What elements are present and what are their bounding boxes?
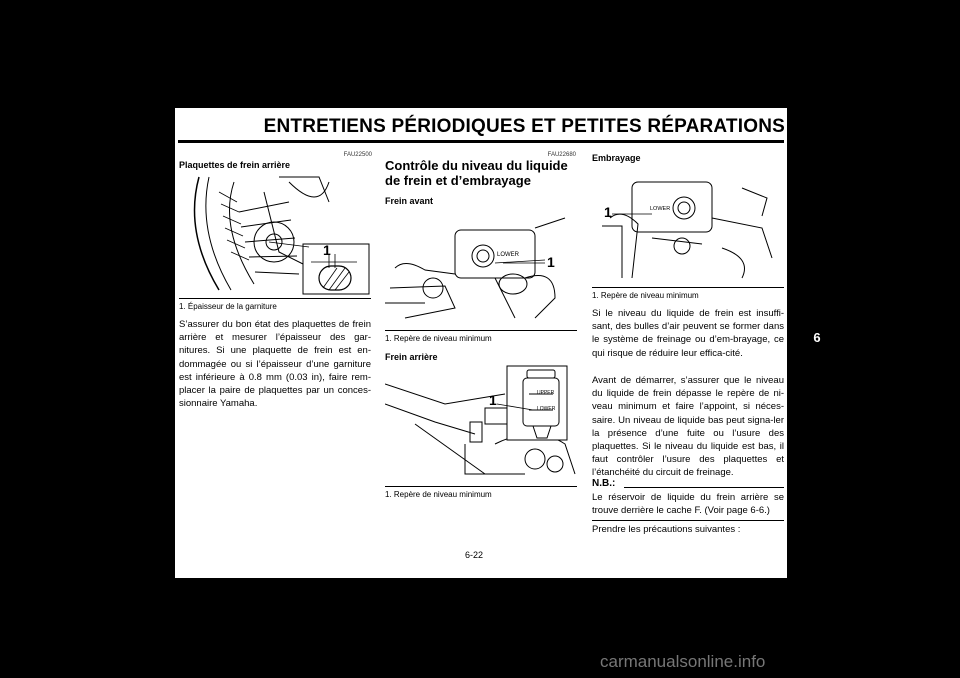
- subheading-rear-brake: Frein arrière: [385, 352, 438, 362]
- rear-reservoir-illustration: [384, 365, 576, 475]
- note-rule-top: [624, 487, 784, 488]
- figure-callout-1: 1: [489, 392, 497, 408]
- lower-mark-label: LOWER: [497, 252, 520, 258]
- front-brake-reservoir-figure: LOWER 1: [385, 208, 577, 328]
- caption-rule: [592, 287, 784, 288]
- watermark: carmanualsonline.info: [600, 652, 766, 671]
- note-rule-bottom: [592, 520, 784, 521]
- figure-caption: 1. Repère de niveau minimum: [592, 291, 699, 300]
- figure-callout-1: 1: [547, 254, 555, 270]
- rear-brake-reservoir-figure: UPPER LOWER 1: [384, 364, 577, 484]
- subheading-clutch: Embrayage: [592, 153, 641, 163]
- caption-rule: [385, 486, 577, 487]
- paragraph: Si le niveau du liquide de frein est ins…: [592, 308, 784, 359]
- page-number: 6-22: [465, 550, 484, 560]
- section-code: FAU22500: [343, 152, 372, 158]
- figure-callout-1: 1: [604, 204, 612, 220]
- clutch-reservoir-figure: LOWER 1: [592, 168, 784, 286]
- rear-brake-pads-figure: 1: [179, 172, 371, 296]
- chapter-tab-number: 6: [813, 330, 821, 345]
- figure-callout-1: 1: [323, 242, 331, 258]
- upper-mark-label: UPPER: [537, 390, 555, 396]
- chapter-tab: 6: [800, 316, 834, 362]
- clutch-illustration: [602, 181, 773, 279]
- figure-caption: 1. Repère de niveau minimum: [385, 334, 492, 343]
- section-heading: Contrôle du niveau du liquide de frein e…: [385, 158, 568, 188]
- front-brake-illustration: [385, 217, 566, 319]
- figure-caption: 1. Repère de niveau minimum: [385, 490, 492, 499]
- subheading-front-brake: Frein avant: [385, 196, 434, 206]
- rear-brake-illustration: [193, 176, 370, 295]
- paragraph: Prendre les précautions suivantes :: [592, 524, 741, 535]
- section-heading: Plaquettes de frein arrière: [179, 160, 291, 170]
- paragraph: Avant de démarrer, s’assurer que le nive…: [592, 375, 784, 479]
- header-rule: [178, 140, 784, 143]
- caption-rule: [179, 298, 371, 299]
- page-title: ENTRETIENS PÉRIODIQUES ET PETITES RÉPARA…: [263, 116, 785, 137]
- section-code: FAU22680: [547, 152, 576, 158]
- paragraph: S’assurer du bon état des plaquettes de …: [179, 319, 371, 410]
- note-label: N.B.:: [592, 478, 616, 489]
- lower-mark-label: LOWER: [537, 406, 556, 412]
- figure-caption: 1. Épaisseur de la garniture: [179, 302, 277, 311]
- caption-rule: [385, 330, 577, 331]
- lower-mark-label: LOWER: [650, 206, 671, 212]
- note-text: Le réservoir de liquide du frein arrière…: [592, 492, 784, 517]
